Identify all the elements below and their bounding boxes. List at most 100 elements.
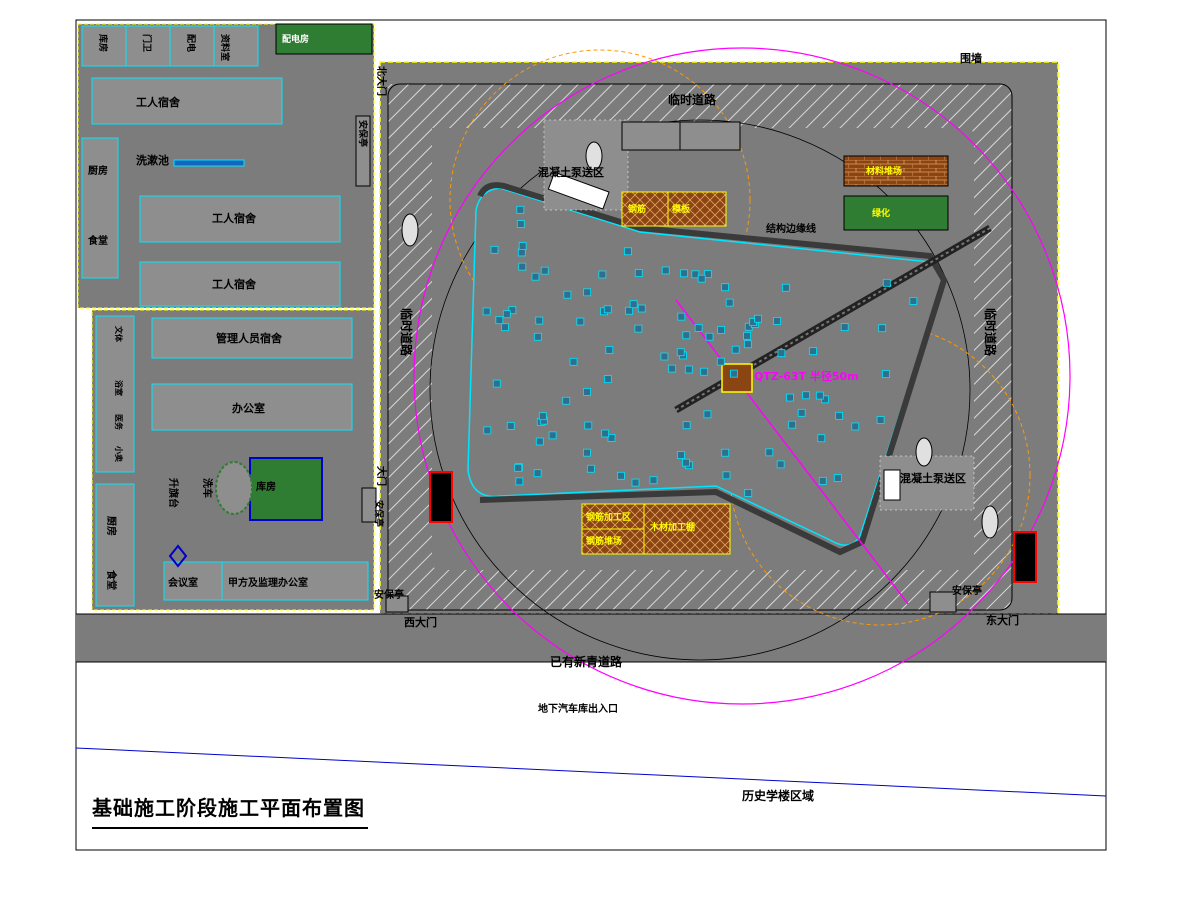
kitchen-canteen-1 (81, 137, 119, 279)
label-room-1: 文体 (114, 326, 124, 343)
pile (851, 422, 860, 431)
label-top-block-3: 配电 (185, 34, 197, 52)
pile (833, 474, 842, 482)
pile (786, 393, 794, 402)
power-room (275, 23, 373, 55)
label-guard-2: 安保亭 (952, 584, 982, 597)
pile (548, 431, 557, 440)
label-steel-bar: 钢筋 (628, 203, 646, 215)
pile (516, 220, 525, 228)
pile (909, 297, 918, 305)
label-fence: 围墙 (960, 51, 982, 65)
pile (743, 331, 751, 340)
mixer-truck-4 (981, 505, 999, 539)
site-toilet-1 (429, 471, 453, 523)
pile (809, 347, 817, 356)
label-temp-road-left: 临时道路 (399, 308, 414, 357)
side-rooms (95, 315, 135, 473)
pile (535, 437, 544, 446)
pile (517, 248, 526, 257)
pile (637, 304, 646, 313)
crane-radius-circle-inner (429, 119, 971, 661)
pile (583, 448, 591, 457)
guard-booth-3 (355, 115, 371, 187)
pile (700, 367, 709, 376)
pile (729, 369, 738, 378)
pile (802, 391, 811, 400)
tower-crane (721, 363, 753, 393)
pile (607, 433, 616, 442)
pile (538, 412, 547, 421)
label-top-block-2: 门卫 (141, 34, 153, 52)
pile (482, 307, 491, 316)
living-area (77, 23, 375, 309)
pile (781, 283, 790, 292)
pile (603, 375, 612, 384)
drawing-title: 基础施工阶段施工平面布置图 (92, 796, 365, 820)
pile (676, 348, 685, 357)
pile (668, 364, 677, 373)
pile (743, 340, 752, 349)
pile (725, 298, 734, 307)
pile (721, 448, 730, 457)
label-materials-yard: 材料堆场 (865, 165, 902, 177)
label-meeting: 会议室 (168, 576, 198, 589)
label-dorm-1: 工人宿舍 (136, 95, 181, 109)
pile (631, 478, 640, 487)
boundary-blue (75, 747, 1107, 797)
office-rect (151, 383, 353, 431)
pile (601, 429, 610, 438)
label-gate-east: 东大门 (986, 613, 1019, 627)
pile (660, 352, 669, 361)
pile (705, 332, 714, 341)
label-temp-road-top: 临时道路 (668, 92, 717, 107)
label-concrete-area-2: 混凝土泵送区 (900, 471, 966, 485)
pile (508, 306, 517, 315)
washing-trough (173, 159, 245, 167)
pile (817, 434, 826, 443)
pile (562, 396, 571, 405)
pile (765, 448, 774, 457)
pile (483, 426, 492, 435)
pile (682, 421, 691, 430)
pile (731, 345, 740, 354)
pile (776, 460, 785, 469)
flag-icon (168, 544, 188, 568)
label-top-block-1: 库房 (97, 34, 109, 52)
pile (605, 346, 614, 354)
title-underline (92, 827, 368, 829)
label-gate-north: 北大门 (375, 66, 388, 96)
pile (744, 489, 753, 497)
drawing-frame (75, 19, 1107, 851)
pile (518, 242, 527, 250)
pile (516, 205, 525, 214)
label-history-area: 历史学楼区域 (742, 788, 814, 803)
pile (624, 247, 632, 256)
pile (754, 314, 762, 323)
pile (882, 278, 891, 287)
pile (777, 349, 786, 358)
crane-radius-circle (413, 47, 1071, 705)
guard-booth-1 (385, 595, 409, 613)
pile (576, 317, 585, 326)
mixer-truck-3 (401, 213, 419, 247)
pile (634, 324, 643, 333)
pile (501, 323, 509, 332)
pile (680, 269, 688, 278)
office-area (91, 309, 375, 611)
label-temp-road-right: 临时道路 (983, 308, 998, 357)
label-dorm-2: 工人宿舍 (212, 211, 257, 225)
label-gate-west: 西大门 (404, 615, 437, 629)
pile (716, 357, 725, 366)
haul-road (477, 182, 948, 556)
pile (506, 422, 515, 430)
guard-booth-2 (929, 591, 957, 613)
label-top-block-4: 资料室 (219, 34, 231, 61)
guard-booth-4 (361, 487, 377, 523)
pile (694, 323, 703, 332)
pile (617, 471, 625, 480)
dorm-3-rect (139, 261, 341, 307)
label-canteen-1: 食堂 (87, 234, 108, 247)
pile (634, 269, 643, 277)
label-kitchen-1: 厨房 (88, 164, 108, 177)
